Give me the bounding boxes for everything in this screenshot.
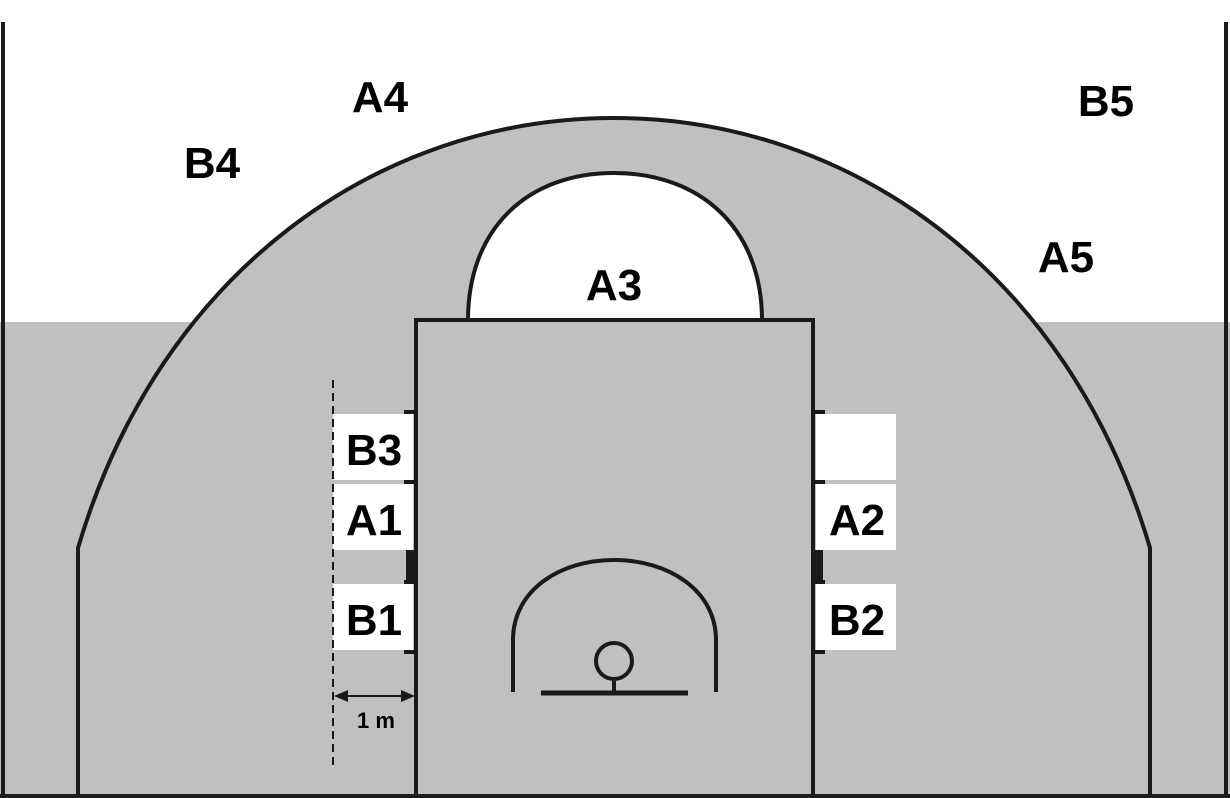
lane-box-b1 <box>333 584 413 650</box>
free-throw-semicircle <box>465 170 765 322</box>
lane-box-a2 <box>816 484 896 550</box>
restricted-area-arc <box>511 557 718 692</box>
dimension-arrow <box>334 690 415 702</box>
right-neutral-zone-mark <box>813 550 823 582</box>
basket-ring <box>594 641 634 681</box>
position-label-a5: A5 <box>1038 233 1094 282</box>
lane-box-a1 <box>333 484 413 550</box>
position-label-b4: B4 <box>184 139 241 188</box>
lane-box-empty <box>816 414 896 480</box>
position-label-a4: A4 <box>352 73 409 122</box>
lane-box-b2 <box>816 584 896 650</box>
left-neutral-zone-mark <box>406 550 416 582</box>
position-label-b1: B1 <box>346 596 402 645</box>
dimension-label: 1 m <box>357 708 395 733</box>
court-boundary <box>0 22 1230 798</box>
position-label-a2: A2 <box>829 496 885 545</box>
position-label-b2: B2 <box>829 596 885 645</box>
position-label-a1: A1 <box>346 496 402 545</box>
position-label-b3: B3 <box>346 426 402 475</box>
lane-box-b3 <box>333 414 413 480</box>
position-label-b5: B5 <box>1078 77 1134 126</box>
position-label-a3: A3 <box>586 261 642 310</box>
